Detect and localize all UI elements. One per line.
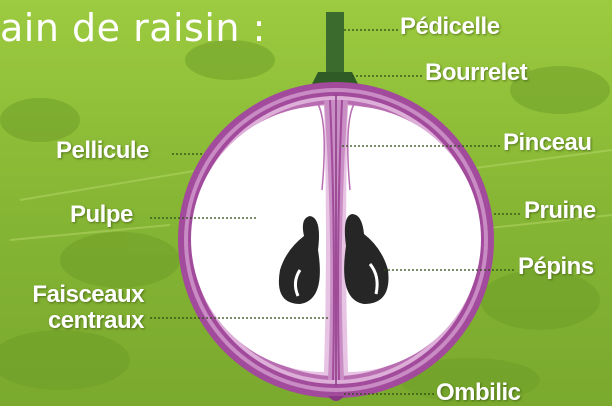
label-bourrelet: Bourrelet bbox=[425, 60, 527, 86]
label-faisceaux-centraux: Faisceaux centraux bbox=[14, 282, 144, 334]
label-pepins: Pépins bbox=[518, 254, 594, 280]
label-pellicule: Pellicule bbox=[56, 138, 149, 164]
label-pruine: Pruine bbox=[524, 198, 596, 224]
label-pinceau: Pinceau bbox=[503, 130, 592, 156]
ombilic-mark bbox=[328, 396, 344, 401]
label-pulpe: Pulpe bbox=[70, 202, 133, 228]
label-faisceaux-line2: centraux bbox=[14, 308, 144, 334]
page-title: ain de raisin : bbox=[0, 6, 266, 50]
pedicel-stem bbox=[326, 12, 344, 72]
label-pedicelle: Pédicelle bbox=[400, 14, 500, 40]
label-ombilic: Ombilic bbox=[436, 380, 521, 406]
label-faisceaux-line1: Faisceaux bbox=[14, 282, 144, 308]
